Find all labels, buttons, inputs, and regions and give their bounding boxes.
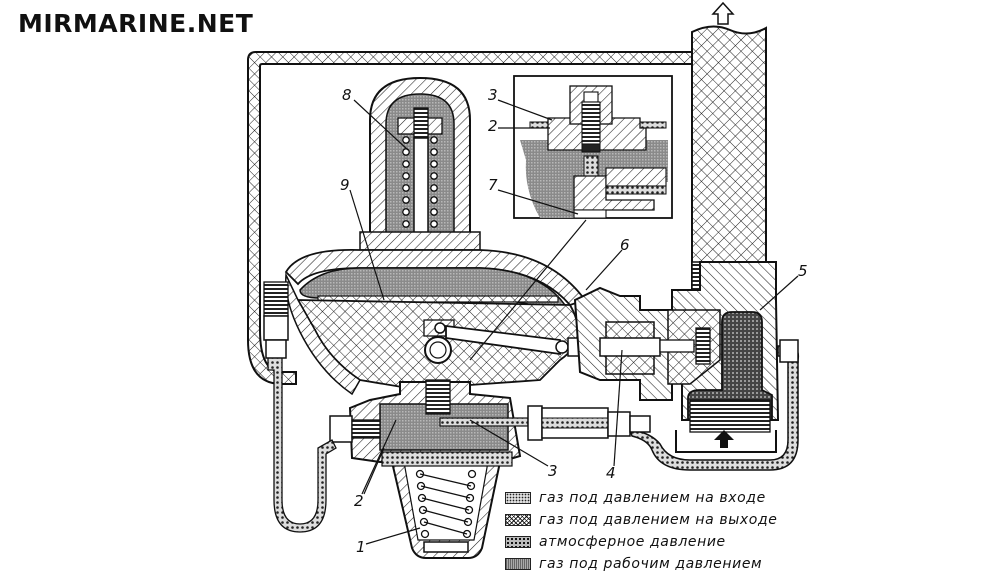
leader-9 (349, 189, 385, 301)
inlet-seat-stripes (689, 399, 771, 433)
leader-inset-to-body (469, 219, 587, 361)
impulse-pipe-top (247, 51, 695, 385)
leader-2b (363, 447, 385, 495)
pilot-spring-top (381, 451, 513, 467)
inset-channel (605, 185, 667, 195)
hose-nut-lower (265, 339, 287, 359)
inlet-up-arrow (714, 430, 734, 448)
pilot-spring (415, 469, 477, 539)
callout-5: 5 (798, 262, 808, 280)
inset-screw (583, 91, 599, 103)
connector-core (541, 417, 609, 429)
callout-2: 2 (354, 492, 364, 510)
legend-swatch-atmosphere (505, 536, 531, 548)
inset-nozzle (583, 155, 599, 177)
connector-cap (629, 415, 651, 433)
leader-4 (613, 349, 623, 467)
outlet-up-arrow (711, 1, 735, 25)
inset-valve-seat (581, 143, 601, 153)
main-spring (402, 136, 438, 228)
leader-6 (585, 249, 623, 291)
leader-7 (497, 189, 579, 215)
leader-3 (469, 419, 549, 467)
outlet-pipe (691, 25, 767, 301)
impulse-tube-right (628, 345, 800, 471)
leader-3-inset (497, 99, 553, 121)
legend-label-atmosphere: атмосферное давление (539, 534, 726, 550)
callout-2-inset: 2 (488, 117, 498, 135)
dome-flange (359, 231, 481, 251)
legend-swatch-outlet (505, 514, 531, 526)
inset-spring (581, 101, 601, 145)
callout-4: 4 (606, 464, 616, 482)
leader-lines (349, 99, 799, 545)
adjust-screw (413, 107, 429, 139)
inlet-pocket (675, 430, 777, 453)
legend-swatch-working (505, 558, 531, 570)
legend-item-inlet: газ под давлением на входе (505, 487, 777, 509)
leader-2a (361, 419, 397, 495)
valve-stem-tip (659, 339, 695, 353)
pilot-channel (439, 417, 529, 427)
inlet-chamber-plug (687, 311, 773, 421)
flexible-hose-left (267, 289, 337, 533)
legend-swatch-inlet (505, 492, 531, 504)
lever-end-pin (555, 340, 569, 354)
left-fitting-thread (351, 419, 381, 439)
callout-7: 7 (488, 176, 498, 194)
pilot-valve (425, 379, 451, 415)
connector-nut-right (607, 411, 631, 437)
valve-disc (695, 327, 711, 365)
pilot-spring-cap (423, 541, 469, 553)
right-fitting (779, 339, 799, 363)
leader-5 (759, 275, 799, 311)
callout-3-inset: 3 (488, 86, 498, 104)
callout-3: 3 (548, 462, 558, 480)
legend-item-working: газ под рабочим давлением (505, 553, 777, 575)
hose-nut-upper (263, 315, 289, 341)
inset-stem-tip (573, 209, 607, 219)
connector-nut-left (527, 405, 543, 441)
legend-item-outlet: газ под давлением на выходе (505, 509, 777, 531)
leader-1 (365, 527, 421, 545)
callout-8: 8 (342, 86, 352, 104)
lever-pivot-inner (429, 341, 447, 359)
callout-9: 9 (340, 176, 350, 194)
legend-label-outlet: газ под давлением на выходе (539, 512, 778, 528)
legend-label-inlet: газ под давлением на входе (539, 490, 766, 506)
callout-6: 6 (620, 236, 630, 254)
lever-arm (445, 324, 561, 356)
valve-rod-inner (599, 337, 661, 357)
callout-1: 1 (356, 538, 366, 556)
left-fitting-body (329, 415, 353, 443)
inset-lower-block (605, 167, 667, 187)
site-logo: MIRMARINE.NET (18, 9, 254, 38)
leader-8 (353, 99, 409, 151)
legend: газ под давлением на входе газ под давле… (505, 487, 777, 575)
hose-fitting-top (263, 281, 289, 317)
legend-label-working: газ под рабочим давлением (539, 556, 763, 572)
legend-item-atmosphere: атмосферное давление (505, 531, 777, 553)
housing-body-left (285, 272, 361, 396)
lever-pin (434, 322, 446, 334)
